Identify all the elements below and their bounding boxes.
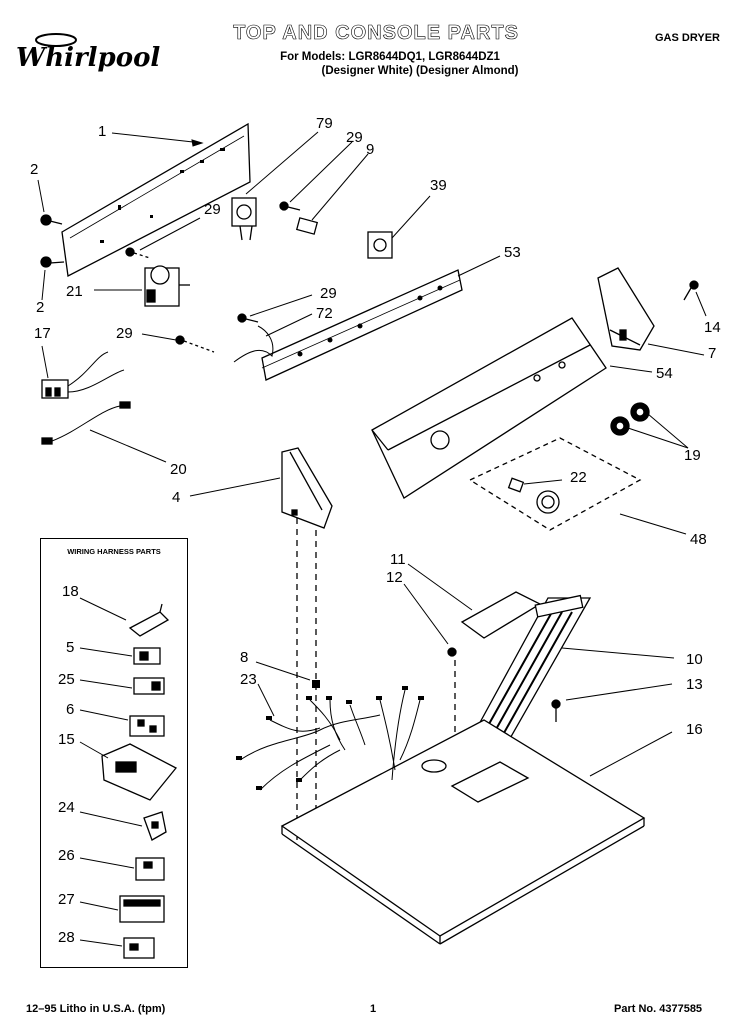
- callout-11: 11: [390, 551, 406, 568]
- legend-part-15: [101, 743, 178, 801]
- variants-line: (Designer White) (Designer Almond): [321, 65, 519, 77]
- callout-12: 12: [386, 569, 403, 586]
- knob-19-lower: [610, 416, 630, 436]
- callout-25: 25: [58, 671, 75, 688]
- screw-29-b: [279, 201, 301, 211]
- wire-72: [233, 325, 274, 363]
- wire-20: [41, 401, 131, 445]
- callout-39: 39: [430, 177, 447, 194]
- callout-72: 72: [316, 305, 333, 322]
- callout-16: 16: [686, 721, 703, 738]
- footer-page-number: 1: [370, 1003, 377, 1015]
- legend-part-28: [123, 937, 155, 959]
- callout-29-c: 29: [320, 285, 337, 302]
- switch-79: [231, 197, 257, 241]
- part-22: [507, 477, 525, 493]
- clip-8: [312, 680, 320, 688]
- screw-14: [683, 280, 699, 301]
- callout-53: 53: [504, 244, 521, 261]
- callout-2-upper: 2: [30, 161, 39, 178]
- callout-5: 5: [66, 639, 75, 656]
- legend-part-24: [143, 811, 167, 841]
- wiring-harness-23: [236, 686, 424, 791]
- screw-29-c: [237, 313, 259, 323]
- legend-part-5: [133, 647, 161, 665]
- screw-29-a: [125, 247, 151, 259]
- callout-17: 17: [34, 325, 51, 342]
- callout-15: 15: [58, 731, 75, 748]
- callout-29-b: 29: [346, 129, 363, 146]
- callout-54: 54: [656, 365, 673, 382]
- callout-14: 14: [704, 319, 721, 336]
- callout-29-d: 29: [116, 325, 133, 342]
- callout-29-a: 29: [204, 201, 221, 218]
- legend-part-26: [135, 857, 165, 881]
- callout-18: 18: [62, 583, 79, 600]
- screw-13: [551, 699, 561, 722]
- legend-title: WIRING HARNESS PARTS: [67, 547, 161, 556]
- callout-24: 24: [58, 799, 75, 816]
- footer-part-number: Part No. 4377585: [614, 1003, 703, 1015]
- knob-19-upper: [630, 402, 650, 422]
- switch-39: [367, 231, 393, 259]
- callout-7: 7: [708, 345, 717, 362]
- callout-20: 20: [170, 461, 187, 478]
- callout-2-lower: 2: [36, 299, 45, 316]
- callout-79: 79: [316, 115, 333, 132]
- callout-4: 4: [172, 489, 181, 506]
- console-back-panel: [61, 122, 251, 277]
- callout-26: 26: [58, 847, 75, 864]
- legend-part-6: [129, 715, 165, 737]
- callout-8: 8: [240, 649, 249, 666]
- callout-48: 48: [690, 531, 707, 548]
- callout-19: 19: [684, 447, 701, 464]
- knob-48-area: [468, 437, 642, 531]
- console-54: [371, 317, 607, 499]
- models-line: For Models: LGR8644DQ1, LGR8644DZ1: [280, 51, 500, 63]
- vent-cover-11: [460, 591, 542, 639]
- whirlpool-logo: Whirlpool: [16, 33, 160, 73]
- screw-2-lower: [40, 256, 65, 268]
- harness-17: [41, 351, 125, 399]
- brand-text: Whirlpool: [16, 43, 160, 73]
- callout-9: 9: [366, 141, 375, 158]
- callout-6: 6: [66, 701, 75, 718]
- legend-part-18: [128, 603, 170, 637]
- screw-12: [447, 647, 457, 657]
- legend-part-25: [133, 677, 165, 695]
- wiring-harness-legend: WIRING HARNESS PARTS: [40, 538, 188, 968]
- page-title: TOP AND CONSOLE PARTS: [233, 22, 519, 45]
- end-cap-4: [281, 447, 333, 529]
- callout-10: 10: [686, 651, 703, 668]
- footer-litho: 12–95 Litho in U.S.A. (tpm): [26, 1003, 166, 1015]
- product-type: GAS DRYER: [655, 32, 720, 44]
- screw-29-d: [175, 335, 215, 353]
- callout-22: 22: [570, 469, 587, 486]
- callout-13: 13: [686, 676, 703, 693]
- end-cap-7: [597, 267, 655, 351]
- callout-28: 28: [58, 929, 75, 946]
- callout-21: 21: [66, 283, 83, 300]
- callout-1: 1: [98, 123, 107, 140]
- screw-2-upper: [40, 214, 63, 226]
- callout-23: 23: [240, 671, 257, 688]
- callout-27: 27: [58, 891, 75, 908]
- timer-switch-21: [144, 265, 190, 307]
- legend-part-27: [119, 895, 165, 923]
- clip-9: [295, 217, 319, 235]
